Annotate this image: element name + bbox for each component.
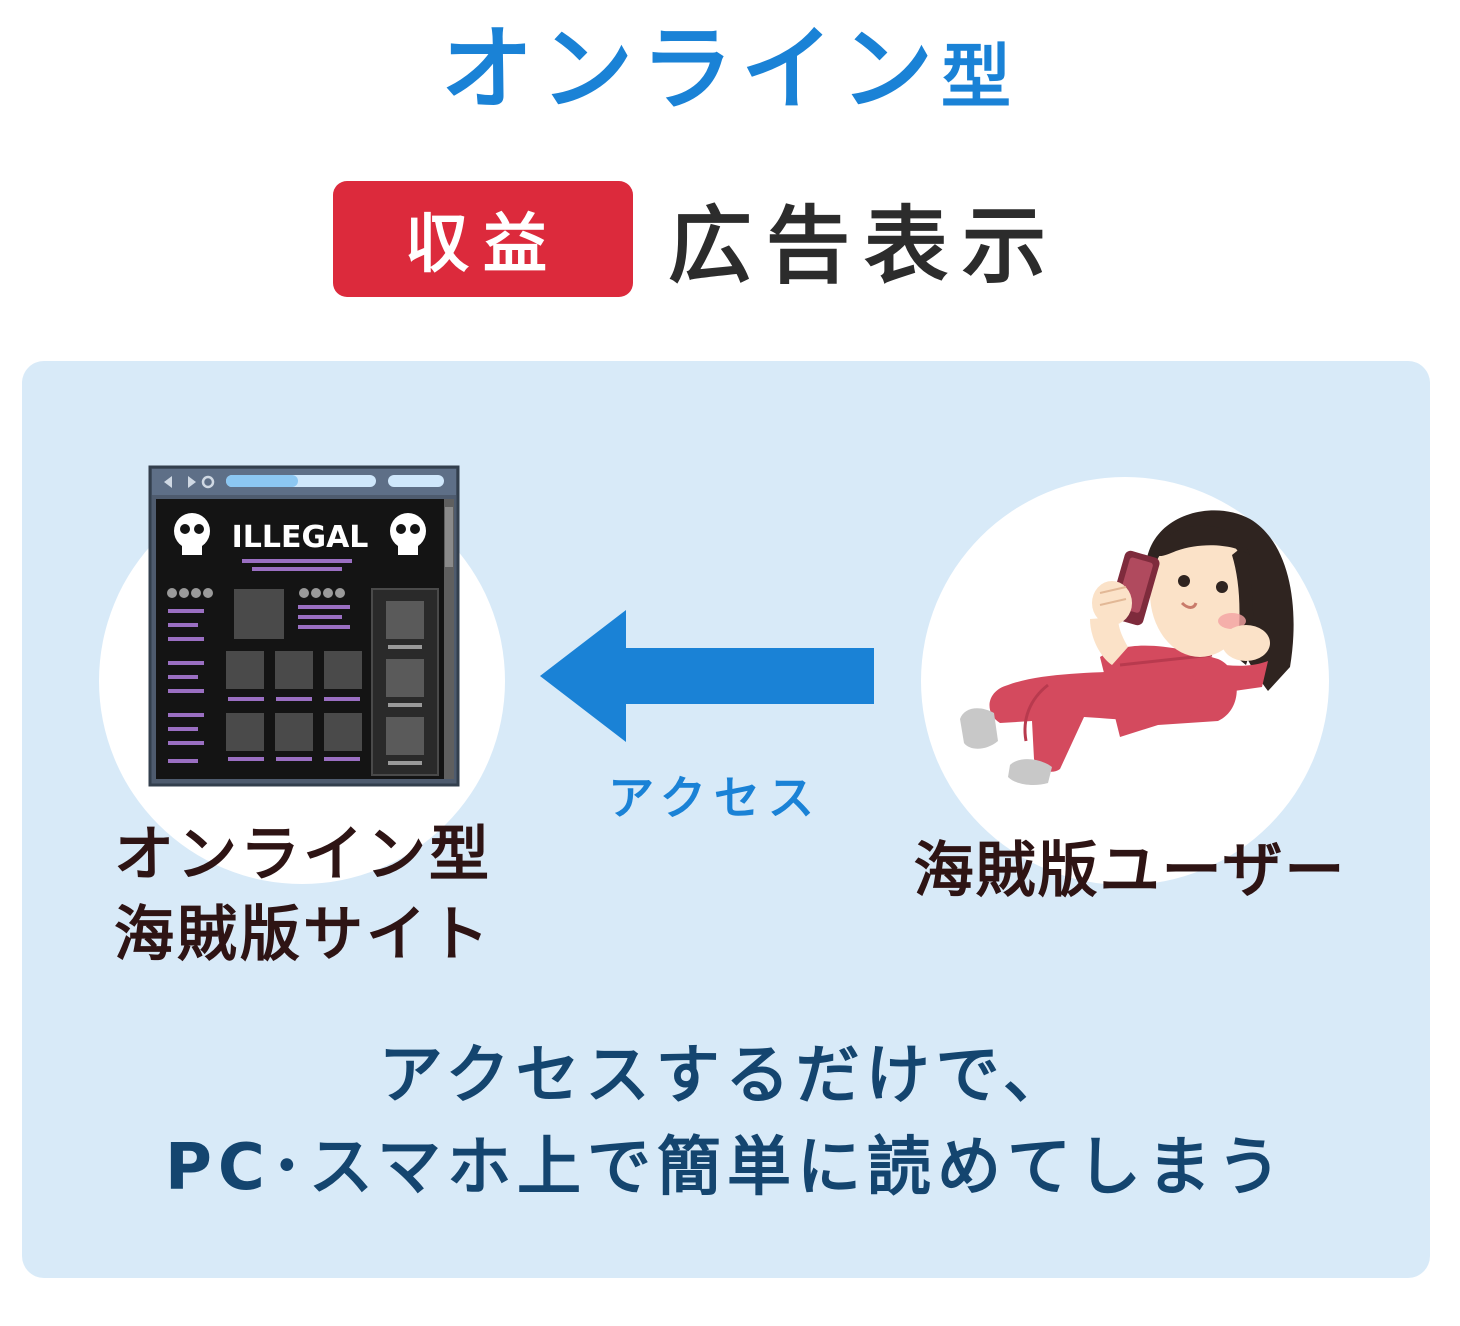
pirate-site-label: オンライン型 海賊版サイト bbox=[114, 815, 534, 975]
pirate-site-browser-illustration: ILLEGAL bbox=[148, 465, 460, 787]
title-suffix: 型 bbox=[941, 36, 1019, 118]
access-arrow bbox=[540, 610, 874, 742]
page-title: オンライン型 bbox=[0, 24, 1460, 116]
illegal-sign-text: ILLEGAL bbox=[232, 520, 369, 555]
site-label-line-1: オンライン型 bbox=[114, 820, 492, 890]
caption: アクセスするだけで、 PC･スマホ上で簡単に読めてしまう bbox=[22, 1030, 1430, 1214]
access-label: アクセス bbox=[608, 771, 822, 825]
caption-line-2: PC･スマホ上で簡単に読めてしまう bbox=[165, 1131, 1287, 1205]
pirate-user-illustration bbox=[960, 510, 1294, 785]
site-label-line-2: 海賊版サイト bbox=[114, 900, 492, 970]
revenue-value: 広告表示 bbox=[668, 196, 1061, 295]
caption-line-1: アクセスするだけで、 bbox=[378, 1039, 1074, 1113]
title-main: オンライン bbox=[440, 16, 941, 123]
revenue-badge: 収益 bbox=[333, 181, 633, 297]
pirate-user-label: 海賊版ユーザー bbox=[913, 836, 1347, 906]
